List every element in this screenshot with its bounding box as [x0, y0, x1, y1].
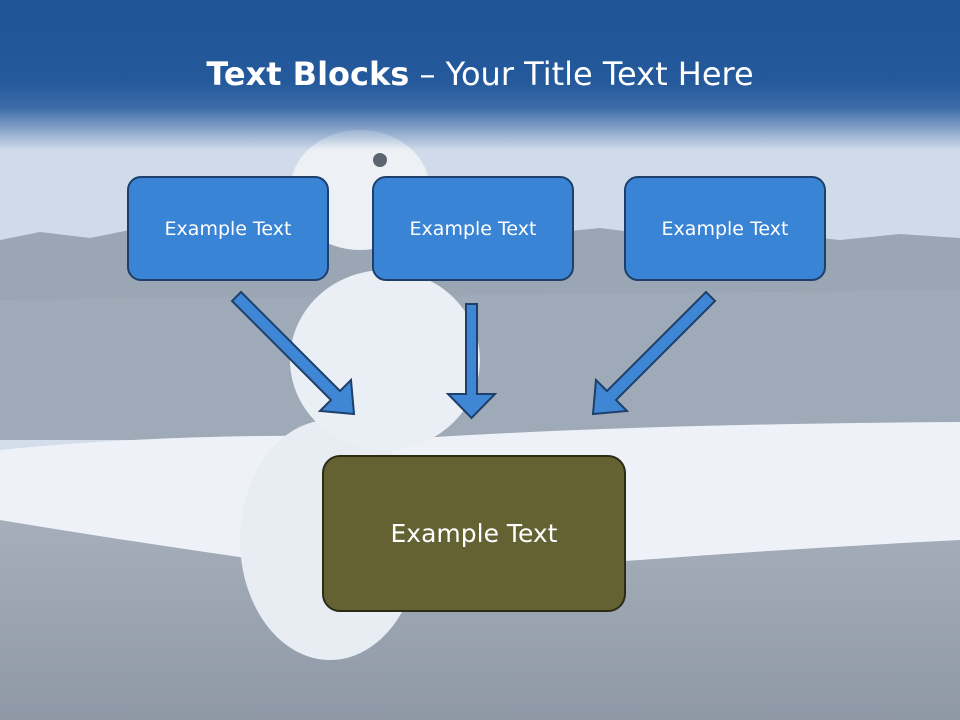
title-separator: –: [409, 55, 446, 93]
slide-title: Text Blocks – Your Title Text Here: [0, 52, 960, 96]
text-block-top-middle: Example Text: [372, 176, 574, 281]
text-block-bottom: Example Text: [322, 455, 626, 612]
text-block-top-left: Example Text: [127, 176, 329, 281]
text-block-top-right: Example Text: [624, 176, 826, 281]
title-rest: Your Title Text Here: [445, 55, 754, 93]
text-block-top-left-label: Example Text: [164, 217, 292, 240]
text-block-top-right-label: Example Text: [661, 217, 789, 240]
text-block-top-middle-label: Example Text: [409, 217, 537, 240]
header-band: [0, 0, 960, 150]
arrow-middle: [445, 303, 498, 420]
text-block-bottom-label: Example Text: [390, 519, 558, 548]
arrow-left: [230, 290, 356, 416]
title-bold-part: Text Blocks: [206, 55, 410, 93]
arrow-right: [591, 290, 717, 416]
